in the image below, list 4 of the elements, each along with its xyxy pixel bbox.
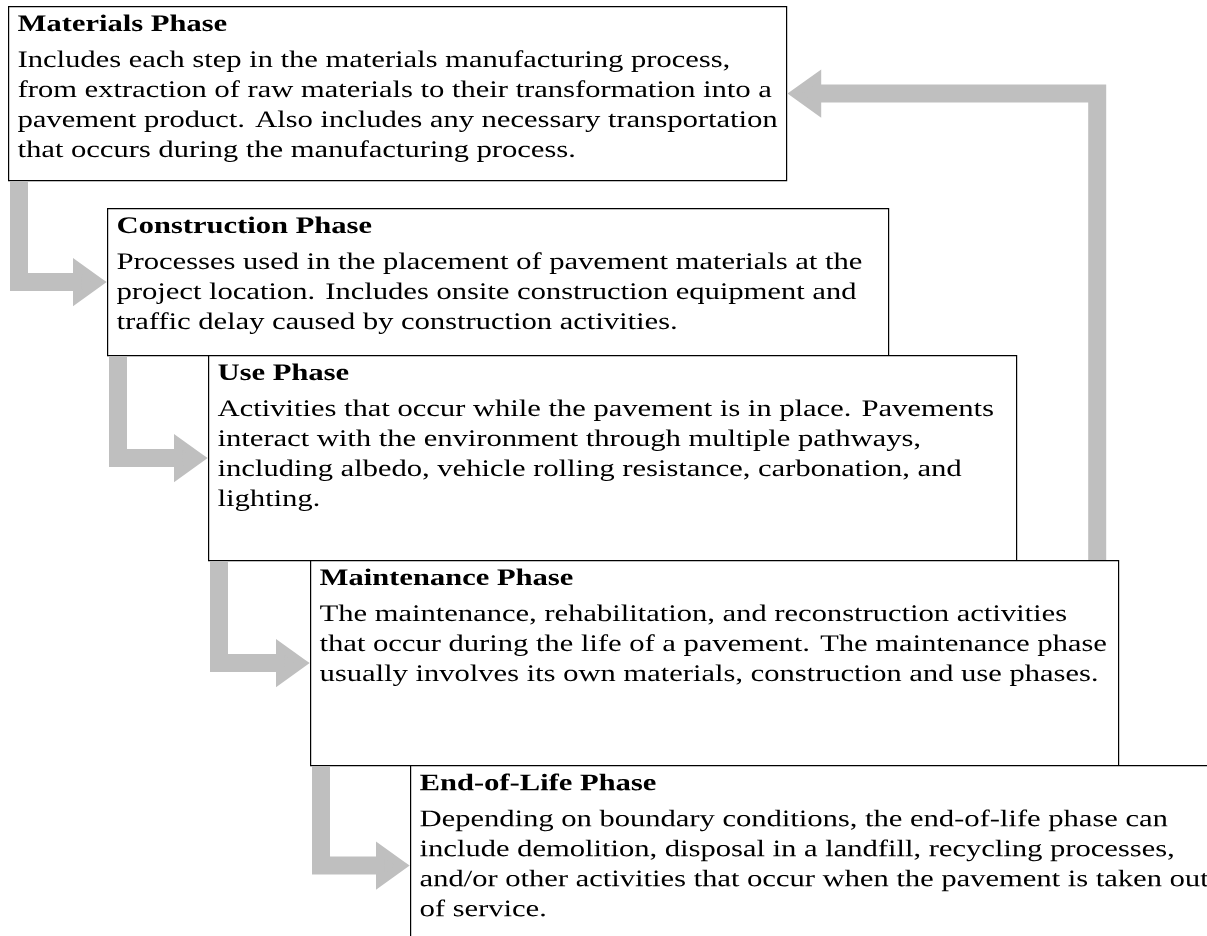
phase-box: Materials Phase Includes each step in the materials manufacturing process, from extraction of raw materials to their transformation into a pavement product. Also includes any necessary transportation that occurs during the manufacturing process. [8, 6, 788, 182]
phase-box: Construction Phase Processes used in the placement of pavement materials at the project location. Includes onsite construction equipment and traffic delay caused by construction activities. [107, 208, 890, 357]
phase-box: Use Phase Activities that occur while the pavement is in place. Pavements interact with the environment through multiple pathways, including albedo, vehicle rolling resistance, carbonation, and lighting. [208, 355, 1018, 562]
phase-box: Maintenance Phase The maintenance, rehabilitation, and reconstruction activities that occur during the life of a pavement. The maintenance phase usually involves its own materials, construction and use phases. [310, 560, 1120, 767]
